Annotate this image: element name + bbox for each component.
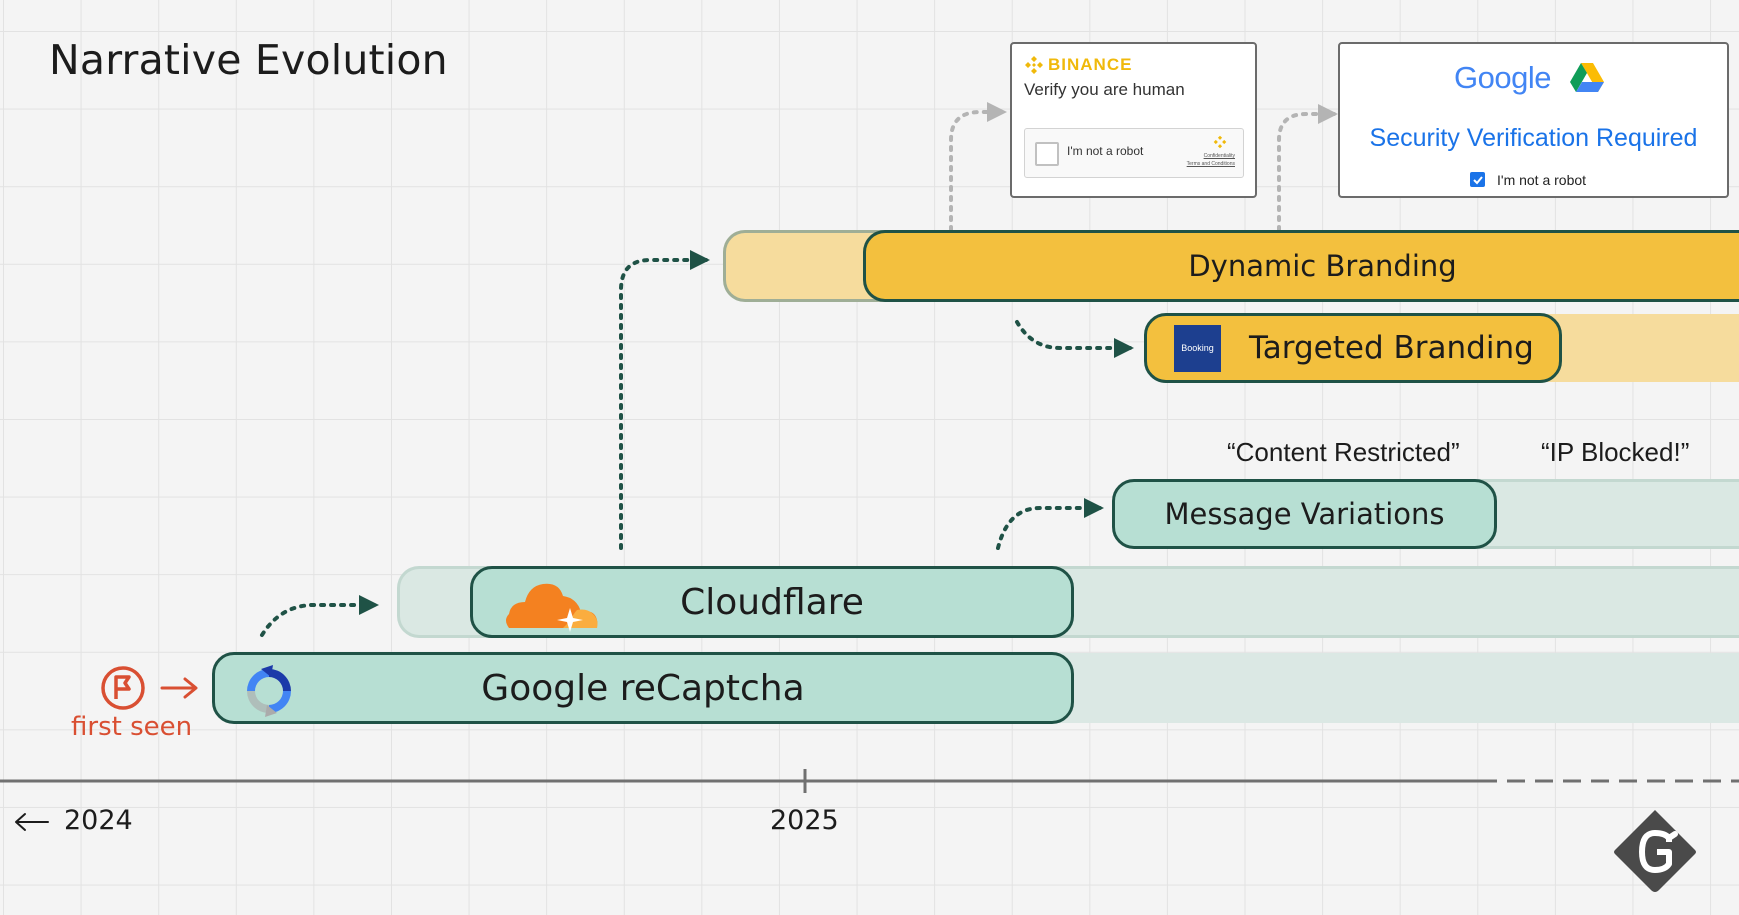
google-brand: Google xyxy=(1454,60,1605,96)
google-drive-icon xyxy=(1569,63,1604,92)
binance-small-logo-icon xyxy=(1213,135,1227,149)
targeted-branding-bar: Booking Targeted Branding xyxy=(1144,313,1562,383)
google-checkbox[interactable] xyxy=(1470,172,1485,187)
message-variations-label: Message Variations xyxy=(1164,497,1445,531)
back-arrow-icon xyxy=(15,813,49,831)
diagram-title: Narrative Evolution xyxy=(49,36,448,84)
quote-content-restricted: “Content Restricted” xyxy=(1227,437,1460,467)
dynamic-branding-bar: Dynamic Branding xyxy=(863,230,1739,302)
first-seen-arrow xyxy=(160,677,198,699)
cloudflare-label: Cloudflare xyxy=(680,581,864,623)
binance-recaptcha-widget: I'm not a robot Confidentiality Terms an… xyxy=(1024,128,1244,178)
arrow-dynamic-to-targeted xyxy=(1015,320,1134,358)
flag-icon xyxy=(101,666,145,710)
binance-brand: BINANCE xyxy=(1024,55,1132,75)
quote-ip-blocked: “IP Blocked!” xyxy=(1541,437,1690,467)
brand-shield-logo xyxy=(1614,810,1696,892)
arrow-recaptcha-to-cloudflare xyxy=(260,595,379,637)
first-seen-label: first seen xyxy=(71,712,193,742)
message-variations-bar: Message Variations xyxy=(1112,479,1497,549)
arrow-dynamic-to-binance xyxy=(949,102,1007,232)
axis-label-2024: 2024 xyxy=(64,805,133,836)
booking-logo: Booking xyxy=(1174,324,1221,372)
binance-checkbox-label: I'm not a robot xyxy=(1067,144,1144,158)
recaptcha-bar: Google reCaptcha xyxy=(212,652,1074,724)
cloudflare-bar: Cloudflare xyxy=(470,566,1074,638)
google-checkbox-label: I'm not a robot xyxy=(1497,172,1587,188)
recaptcha-logo xyxy=(247,665,291,717)
binance-heading: Verify you are human xyxy=(1024,80,1185,99)
targeted-branding-label: Targeted Branding xyxy=(1249,330,1534,366)
binance-captcha-card: BINANCE Verify you are human I'm not a r… xyxy=(1010,42,1257,198)
binance-logo-icon xyxy=(1025,56,1043,74)
dynamic-branding-label: Dynamic Branding xyxy=(1188,249,1457,283)
binance-checkbox[interactable] xyxy=(1035,142,1059,166)
google-captcha-card: Google Security Verification Required I'… xyxy=(1338,42,1729,198)
google-heading: Security Verification Required xyxy=(1369,124,1698,152)
arrow-dynamic-to-google xyxy=(1277,104,1338,232)
arrow-cloudflare-to-dynamic xyxy=(619,250,710,550)
recaptcha-ghost-bar xyxy=(1000,653,1739,723)
checkmark-icon xyxy=(1472,175,1483,184)
axis-label-2025: 2025 xyxy=(770,805,839,836)
binance-fine-print-1: Confidentiality xyxy=(1203,153,1235,159)
recaptcha-label: Google reCaptcha xyxy=(481,667,805,709)
cloudflare-logo xyxy=(506,583,598,632)
binance-fine-print-2: Terms and Conditions xyxy=(1186,161,1235,167)
arrow-cloudflare-to-messages xyxy=(996,498,1104,550)
